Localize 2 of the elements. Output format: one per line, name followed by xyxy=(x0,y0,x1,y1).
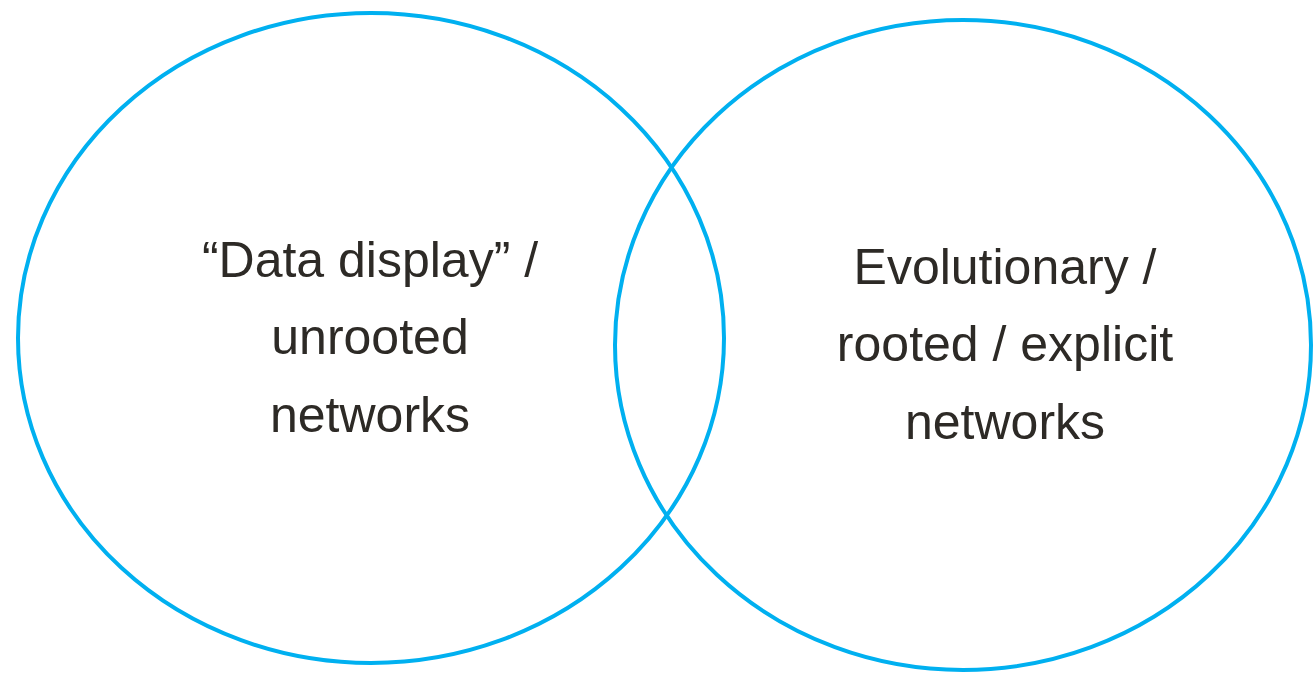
set-label: Evolutionary / rooted / explicit networks xyxy=(835,237,1175,452)
set-label: “Data display” / unrooted networks xyxy=(200,230,540,445)
